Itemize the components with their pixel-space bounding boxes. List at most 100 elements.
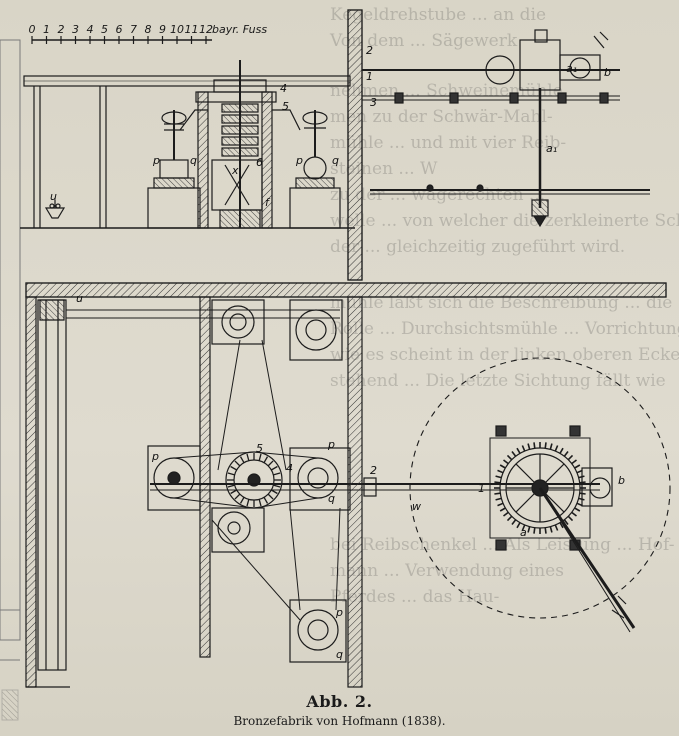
bleed-text-line: Pferdes ... das Hau- [330,587,500,607]
gear-tooth [567,454,574,461]
gear-tooth [559,447,564,454]
label-u: u [50,190,57,203]
gear-tooth [554,445,559,452]
mill-disc [221,147,259,157]
gear-tooth [544,527,547,534]
gear-tooth [239,496,245,504]
label-p: p [152,450,159,463]
label-a1: a₁ [566,62,578,75]
floor-beam [25,282,667,298]
gear-tooth [273,472,281,476]
label-p: p [153,154,160,167]
gear-tooth [230,465,238,471]
gear-tooth [234,460,241,467]
bleed-text-line: mann ... Verwendung eines [330,561,564,581]
gear-tooth [503,511,509,517]
label-q: q [328,492,335,505]
label-q: q [336,648,343,661]
gear-tooth [258,499,262,507]
gear-tooth [234,493,241,500]
bleed-text-line: mühle läßt sich die Beschreibung ... die [330,293,673,313]
gear-tooth [267,460,274,467]
mill-disc [221,125,259,135]
gear-tooth [495,497,502,501]
scale-number: 7 [130,23,137,36]
elevation-view [20,9,650,281]
margin-fragments [0,39,21,721]
gear-tooth [499,507,506,512]
scale-number: 11 [184,23,199,36]
label-p: p [336,606,343,619]
label-b: b [618,474,625,487]
gear-tooth [579,481,586,484]
gear-tooth [574,464,581,469]
bleed-text-line: wie es scheint in der linken oberen Ecke… [330,345,679,365]
gear-tooth [527,526,531,533]
label-4: 4 [280,82,287,95]
gear-tooth [563,451,569,457]
gear-tooth [246,499,250,507]
plan-view [25,296,671,688]
gear-tooth [239,456,245,464]
gear-tooth [227,484,235,488]
gear-tooth [494,492,501,495]
gear-tooth [263,496,269,504]
scale-number: 1 [43,23,50,36]
bleed-text-line: Rolle ... Durchsichtsmühle ... Vorrichtu… [330,319,679,339]
label-w: w [412,500,421,513]
gear-tooth [579,492,586,495]
scale-number: 8 [144,23,152,36]
gear-tooth [270,489,278,495]
gear-tooth [563,519,569,525]
gear-tooth [499,464,506,469]
gear-tooth [270,465,278,471]
bleed-text-line: der ... gleichzeitig zugeführt wird. [330,237,626,257]
gear-tooth [273,484,281,488]
gear-tooth [503,459,509,465]
gear-tooth [258,453,262,461]
label-6: 6 [256,156,263,169]
gear-tooth [497,469,504,474]
bleed-text-line: welle ... von welcher die zerkleinerte S… [330,211,679,231]
label-1: 1 [366,70,373,83]
gear-tooth [549,443,553,450]
scale-number: 5 [101,23,108,36]
label-2: 2 [366,44,373,57]
label-b: b [604,66,611,79]
scale-number: 9 [159,23,166,36]
scale-number: 6 [115,23,123,36]
scale-bar [31,36,212,44]
label-x: x [232,164,239,177]
gear-tooth [574,507,581,512]
scale-number: 2 [57,23,65,36]
gear-tooth [549,526,553,533]
gear-tooth [230,489,238,495]
gear-tooth [533,527,536,534]
gear-tooth [267,493,274,500]
label-p: p [328,438,335,451]
label-q: q [190,154,197,167]
gear-tooth [263,456,269,464]
gear-tooth [506,515,513,522]
label-4: 4 [286,462,293,475]
label-p: p [296,154,303,167]
scale-number: 4 [86,23,94,36]
label-u: u [76,292,83,305]
bleed-text-line: Kegeldrehstube ... an die [330,5,547,25]
gear-tooth [567,515,574,522]
gear-tooth [516,447,521,454]
gear-tooth [516,522,521,529]
scale-unit: bayr. Fuss [212,23,268,36]
label-5: 5 [282,100,289,113]
label-2: 2 [370,464,377,477]
label-q: q [332,154,339,167]
label-5: 5 [256,442,263,455]
gear-tooth [497,502,504,507]
gear-tooth [554,524,559,531]
figure-number: Abb. 2. [306,692,373,711]
mill-disc [221,114,259,124]
label-a1-lower: a₁ [546,142,558,155]
gear-tooth [533,442,536,449]
gear-tooth [571,459,577,465]
